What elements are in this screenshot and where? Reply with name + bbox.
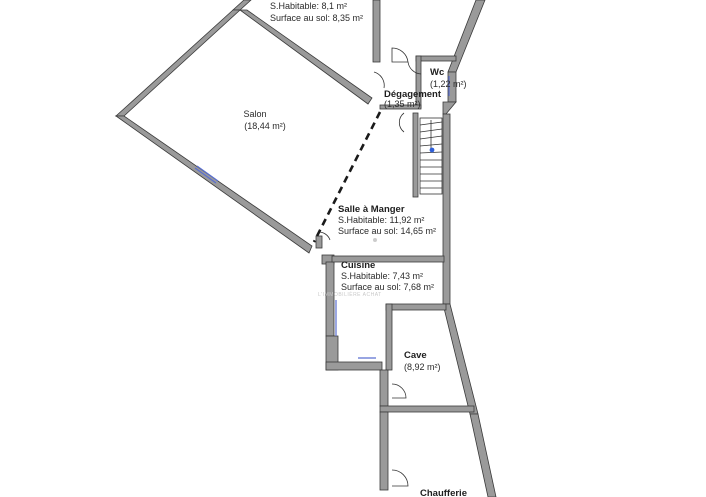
wall-top-left xyxy=(231,0,252,11)
wc-name: Wc xyxy=(430,67,444,78)
cuisine-area-floor: Surface au sol: 7,68 m² xyxy=(341,282,434,292)
salle-a-manger-area-habitable: S.Habitable: 11,92 m² xyxy=(338,215,424,225)
wall-cave-left xyxy=(379,369,389,407)
wall-right-bottom xyxy=(469,413,497,497)
degagement-area: (1,35 m²) xyxy=(384,99,421,109)
watermark-text: L'IMMOBILIÈRE ACHAT xyxy=(318,291,382,298)
window-salon xyxy=(194,167,217,184)
wall-cave-bottom xyxy=(379,405,475,413)
walls xyxy=(114,0,497,497)
wall-degagement-bottom xyxy=(379,104,422,110)
wall-cave-top xyxy=(385,303,447,311)
wall-salon-bottom xyxy=(114,115,313,254)
staircase-marker xyxy=(429,147,435,153)
dining-marker xyxy=(373,238,377,242)
staircase-outline xyxy=(419,117,443,195)
door-cave xyxy=(391,383,407,399)
wall-salon-left xyxy=(114,9,242,117)
salle-a-manger-name: Salle à Manger xyxy=(338,204,405,215)
door-degagement-left xyxy=(373,71,385,89)
wall-stairs-left xyxy=(412,112,419,198)
cuisine-name: Cuisine xyxy=(341,260,375,271)
wall-right-flare xyxy=(442,303,479,415)
door-wc xyxy=(407,61,422,75)
wall-salon-top xyxy=(238,9,373,105)
cave-name: Cave xyxy=(404,350,427,361)
windows xyxy=(194,76,450,359)
chaufferie-name: Chaufferie xyxy=(420,488,467,497)
wall-wc-top xyxy=(415,55,457,62)
cave-area: (8,92 m²) xyxy=(404,362,441,372)
open-passage-dashed xyxy=(312,111,382,243)
door-chaufferie xyxy=(391,469,409,487)
wall-dining-left xyxy=(315,235,323,249)
cuisine-area-habitable: S.Habitable: 7,43 m² xyxy=(341,271,423,281)
salon-name: Salon xyxy=(243,109,266,119)
door-stairs xyxy=(398,112,405,133)
wall-right-lower xyxy=(442,113,451,305)
wall-cave-left-top xyxy=(385,303,393,371)
wall-right-bend xyxy=(442,101,457,115)
window-salon-inner xyxy=(196,165,219,182)
degagement-name: Dégagement xyxy=(384,89,442,100)
salle-a-manger-area-floor: Surface au sol: 14,65 m² xyxy=(338,226,436,236)
staircase xyxy=(419,117,443,195)
wall-kitchen-left xyxy=(325,261,335,337)
wall-top-right xyxy=(372,0,381,63)
salon-area: (18,44 m²) xyxy=(244,121,286,131)
wall-chaufferie-left xyxy=(379,411,389,491)
top-room-area-habitable: S.Habitable: 8,1 m² xyxy=(270,1,347,11)
wall-kitchen-bottom xyxy=(325,361,383,371)
top-room-area-floor: Surface au sol: 8,35 m² xyxy=(270,13,363,23)
door-top-room xyxy=(391,47,409,63)
wc-area: (1,22 m²) xyxy=(430,79,467,89)
wall-kitchen-top xyxy=(331,255,445,263)
